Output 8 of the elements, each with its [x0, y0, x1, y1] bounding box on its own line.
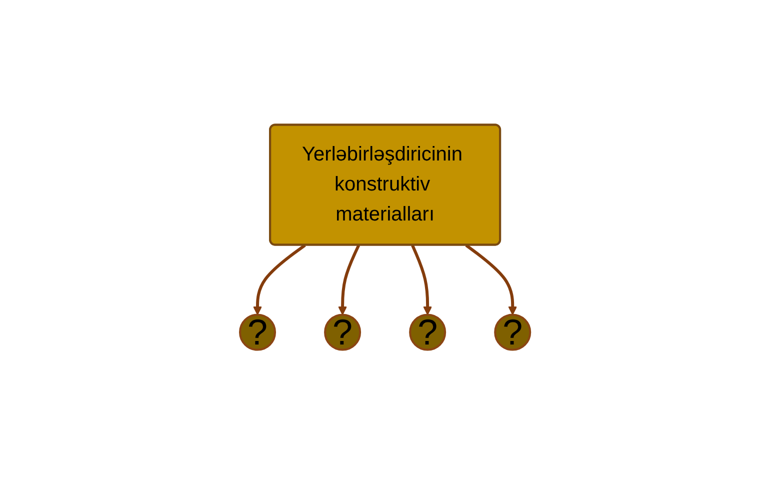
arrow: [466, 244, 518, 316]
arrow: [338, 244, 360, 316]
node-circle: ?: [324, 314, 362, 351]
arrow: [411, 244, 432, 316]
arrow: [254, 244, 306, 316]
node-circle: ?: [410, 314, 447, 351]
node-circle: ?: [494, 314, 532, 351]
node-circle: ?: [239, 314, 276, 351]
